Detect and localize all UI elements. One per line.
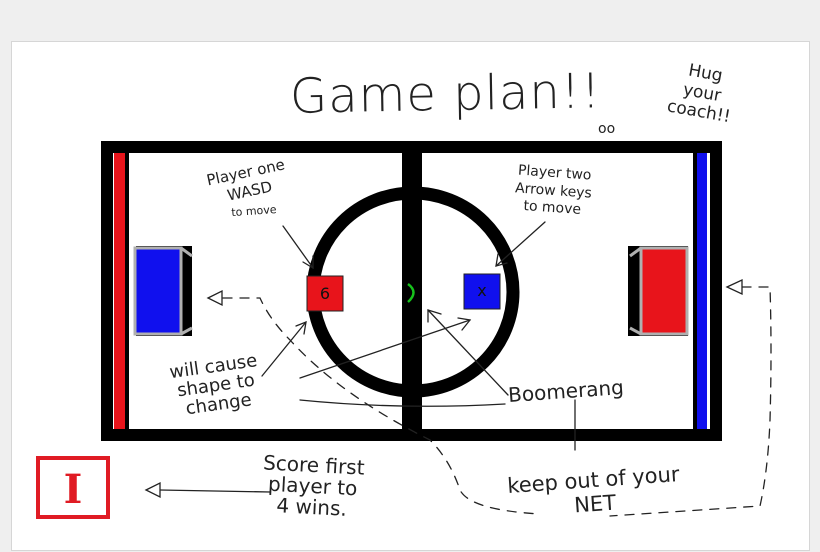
right-goal-line-edge [693,153,697,429]
left-goal-line-edge [125,153,129,429]
center-line [402,147,422,435]
annotation-arrows [144,221,772,517]
boomerang [407,282,415,303]
side-note: Hug your coach!! [665,59,738,128]
page-title: Game plan!! [289,63,602,125]
title-mark: oo [598,121,616,137]
logo-box: I [36,456,110,519]
right-goal-line-blue [696,153,707,429]
left-goal-line-red [114,153,125,429]
score-note: Score first player to 4 wins. [260,450,366,520]
player-one-move: to move [230,202,277,219]
left-goal [133,246,193,336]
player-one-piece [306,275,344,312]
right-goal [628,246,689,336]
player-two-note: Player two Arrow keys to move [513,162,593,220]
shape-note: will cause shape to change [168,350,263,420]
logo-letter: I [63,466,83,513]
player-one-glyph: 6 [319,284,331,303]
player-two-glyph: x [477,281,487,300]
player-two-piece [463,273,501,310]
